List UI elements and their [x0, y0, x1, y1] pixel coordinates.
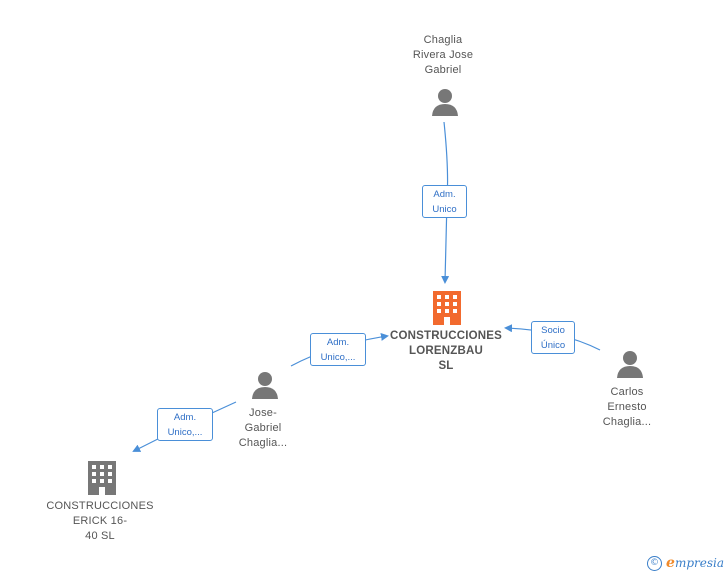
edge-label-adm-unico-jose[interactable]: Adm. Unico,... — [310, 333, 366, 366]
node-label-lorenzbau: CONSTRUCCIONES LORENZBAU SL — [389, 330, 503, 372]
node-label-carlos: Carlos Ernesto Chaglia... — [602, 386, 652, 428]
edge-label-socio-unico[interactable]: Socio Único — [531, 321, 575, 354]
copyright-icon: © — [647, 555, 663, 571]
main-company-building-icon[interactable] — [432, 290, 462, 326]
node-label-erick: CONSTRUCCIONES ERICK 16- 40 SL — [46, 500, 154, 542]
brand-logo: empresia — [666, 555, 724, 571]
company-building-icon[interactable] — [87, 460, 117, 496]
edge-label-adm-unico-erick[interactable]: Adm. Unico,... — [157, 408, 213, 441]
edge-label-adm-unico[interactable]: Adm. Unico — [422, 185, 467, 218]
empresia-watermark: © empresia — [647, 555, 724, 571]
person-icon[interactable] — [615, 349, 645, 379]
node-label-jose-gabriel: Jose- Gabriel Chaglia... — [238, 407, 288, 449]
person-icon[interactable] — [430, 87, 460, 117]
node-label-chaglia-rivera: Chaglia Rivera Jose Gabriel — [412, 34, 474, 76]
person-icon[interactable] — [250, 370, 280, 400]
